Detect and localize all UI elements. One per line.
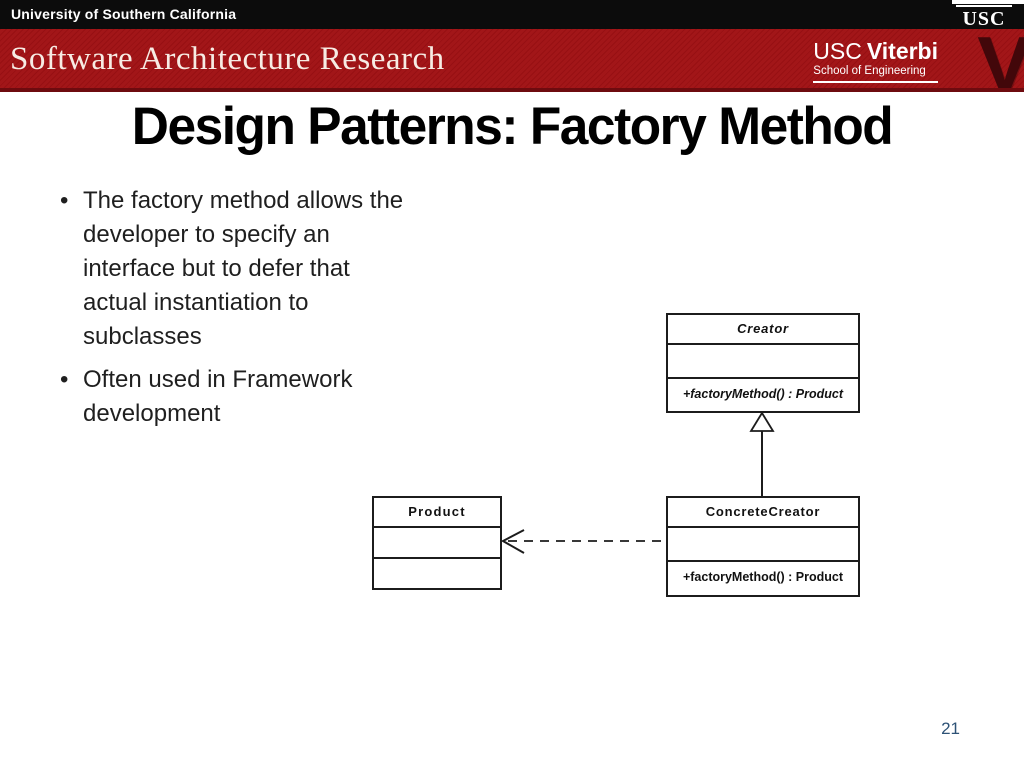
bullet-list: The factory method allows the developer … (46, 184, 414, 440)
university-name-label: University of Southern California (11, 6, 237, 22)
dependency-open-arrowhead-icon (500, 529, 525, 554)
uml-class-name: ConcreteCreator (668, 498, 858, 528)
uml-class-product: Product (372, 496, 502, 590)
banner-title: Software Architecture Research (10, 41, 445, 77)
uml-class-creator: Creator +factoryMethod() : Product (666, 313, 860, 413)
uml-method-label: +factoryMethod() : Product (682, 570, 844, 584)
viterbi-logo-school: School of Engineering (813, 64, 938, 83)
top-black-bar: University of Southern California (0, 0, 1024, 29)
bullet-item: Often used in Framework development (46, 363, 414, 431)
uml-method-label: +factoryMethod() : Product (682, 387, 844, 401)
uml-attributes-compartment (668, 345, 858, 379)
corner-notch (952, 0, 1024, 4)
header-banner: V Software Architecture Research USCVite… (0, 29, 1024, 92)
viterbi-v-icon: V (977, 29, 1024, 88)
bullet-text: Often used in Framework development (83, 366, 353, 427)
uml-class-name: Creator (668, 315, 858, 345)
viterbi-logo-name: Viterbi (866, 38, 938, 64)
uml-attributes-compartment (668, 528, 858, 562)
uml-class-concretecreator: ConcreteCreator +factoryMethod() : Produ… (666, 496, 860, 597)
bullet-item: The factory method allows the developer … (46, 184, 414, 354)
page-title: Design Patterns: Factory Method (131, 97, 894, 156)
bullet-text: The factory method allows the developer … (83, 187, 404, 350)
uml-attributes-compartment (374, 528, 500, 559)
page-number: 21 (941, 719, 960, 738)
uml-class-name: Product (374, 498, 500, 528)
viterbi-logo-usc: USC (813, 38, 862, 64)
generalization-triangle-icon (749, 411, 775, 432)
